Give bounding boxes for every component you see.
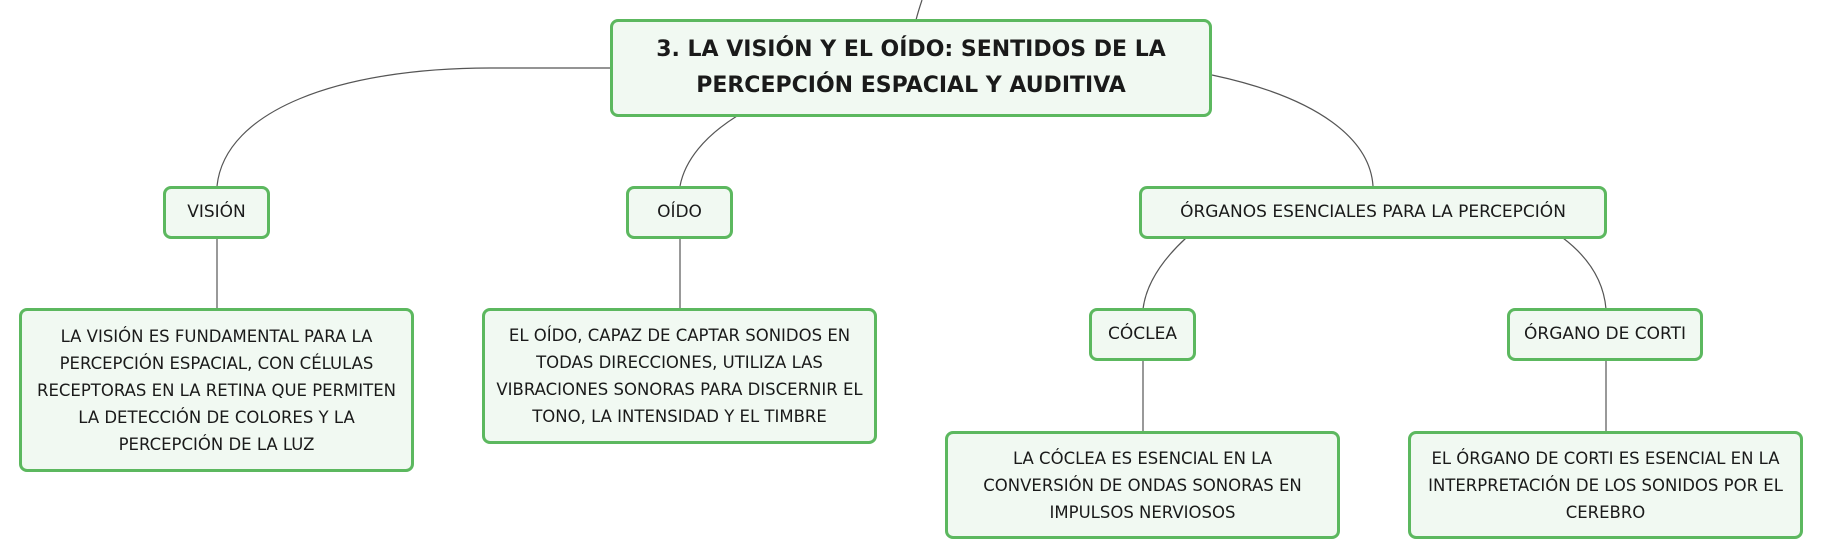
connector-organos-coclea [1142,237,1187,310]
node-corti[interactable]: ÓRGANO DE CORTI [1507,308,1703,361]
node-oido-label: OÍDO [657,202,702,222]
connector-organos-corti [1562,237,1607,310]
node-corti-desc-label: EL ÓRGANO DE CORTI ES ESENCIAL EN LA INT… [1428,448,1783,522]
node-oido[interactable]: OÍDO [626,186,733,239]
node-coclea-desc[interactable]: LA CÓCLEA ES ESENCIAL EN LA CONVERSIÓN D… [945,431,1340,539]
node-oido-desc[interactable]: EL OÍDO, CAPAZ DE CAPTAR SONIDOS EN TODA… [482,308,877,444]
node-corti-desc[interactable]: EL ÓRGANO DE CORTI ES ESENCIAL EN LA INT… [1408,431,1803,539]
connector-parent-root [915,0,923,21]
connector-root-organos [1211,74,1374,187]
node-oido-desc-label: EL OÍDO, CAPAZ DE CAPTAR SONIDOS EN TODA… [496,326,863,426]
node-organos[interactable]: ÓRGANOS ESENCIALES PARA LA PERCEPCIÓN [1139,186,1607,239]
node-organos-label: ÓRGANOS ESENCIALES PARA LA PERCEPCIÓN [1180,202,1566,222]
node-corti-label: ÓRGANO DE CORTI [1524,324,1686,344]
node-coclea[interactable]: CÓCLEA [1089,308,1196,361]
root-node[interactable]: 3. LA VISIÓN Y EL OÍDO: SENTIDOS DE LA P… [610,19,1212,117]
node-vision-desc-label: LA VISIÓN ES FUNDAMENTAL PARA LA PERCEPC… [36,326,396,454]
node-coclea-desc-label: LA CÓCLEA ES ESENCIAL EN LA CONVERSIÓN D… [983,448,1302,522]
node-vision-label: VISIÓN [187,202,246,222]
node-vision-desc[interactable]: LA VISIÓN ES FUNDAMENTAL PARA LA PERCEPC… [19,308,414,472]
connector-root-vision [216,67,610,187]
connector-root-oido [679,115,738,187]
root-node-label: 3. LA VISIÓN Y EL OÍDO: SENTIDOS DE LA P… [656,37,1166,98]
node-coclea-label: CÓCLEA [1108,324,1177,344]
node-vision[interactable]: VISIÓN [163,186,270,239]
